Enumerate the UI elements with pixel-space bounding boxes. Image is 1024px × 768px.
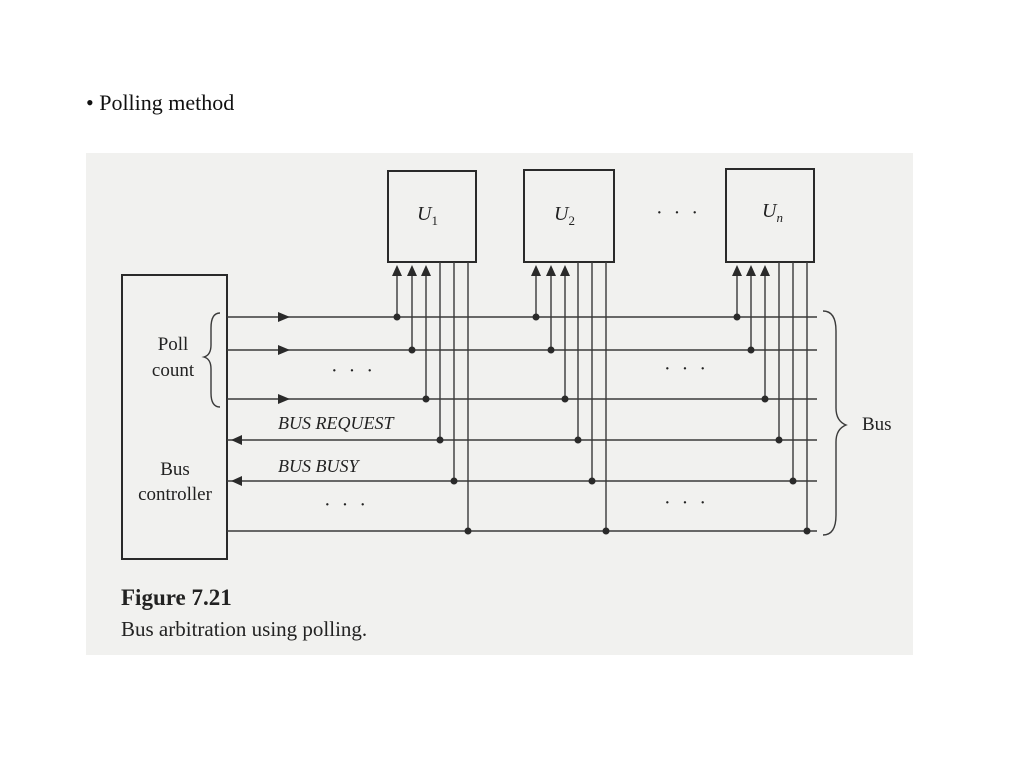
u1-arrow-2 (407, 265, 417, 276)
slide-bullet: • Polling method (86, 90, 235, 115)
bus-busy-arrow (231, 476, 242, 486)
un-dot-k (761, 395, 769, 403)
u2-arrow-k (560, 265, 570, 276)
u1-arrow-1 (392, 265, 402, 276)
unit-2-label: U2 (554, 203, 575, 228)
un-dot-busy (789, 477, 797, 485)
u1-dot-1 (393, 313, 401, 321)
u2-arrow-2 (546, 265, 556, 276)
u1-dot-2 (408, 346, 416, 354)
u2-dot-k (561, 395, 569, 403)
poll-line-1-arrow (278, 312, 290, 322)
un-arrow-k (760, 265, 770, 276)
figure-panel: Poll count Bus controller U1 U2 · · · Un… (86, 153, 913, 655)
poll-label-line2: count (152, 360, 195, 381)
bus-busy-label: BUS BUSY (278, 456, 360, 476)
poll-ellipsis-left: · · · (331, 360, 376, 382)
u2-dot-data (602, 527, 610, 535)
poll-ellipsis-right: · · · (664, 358, 709, 380)
u2-dot-2 (547, 346, 555, 354)
un-dot-1 (733, 313, 741, 321)
un-dot-request (775, 436, 783, 444)
u2-dot-busy (588, 477, 596, 485)
poll-line-k-arrow (278, 394, 290, 404)
unit-1-label: U1 (417, 203, 438, 228)
data-ellipsis-left: · · · (324, 494, 369, 516)
unit-n-label: Un (762, 200, 783, 225)
un-dot-data (803, 527, 811, 535)
un-arrow-2 (746, 265, 756, 276)
bus-controller-label-line2: controller (138, 484, 213, 505)
u1-dot-data (464, 527, 472, 535)
u2-dot-1 (532, 313, 540, 321)
figure-number: Figure 7.21 (121, 585, 232, 610)
unit-ellipsis: · · · (656, 202, 701, 224)
u1-arrow-k (421, 265, 431, 276)
poll-label-line1: Poll (158, 334, 189, 355)
u1-dot-k (422, 395, 430, 403)
un-arrow-1 (732, 265, 742, 276)
data-ellipsis-right: · · · (664, 492, 709, 514)
bus-arbitration-diagram: Poll count Bus controller U1 U2 · · · Un… (121, 168, 892, 560)
un-dot-2 (747, 346, 755, 354)
bus-brace (822, 310, 848, 536)
u2-dot-request (574, 436, 582, 444)
unit-n-box (725, 168, 815, 263)
poll-line-2-arrow (278, 345, 290, 355)
figure-caption: Bus arbitration using polling. (121, 617, 368, 641)
bus-request-arrow (231, 435, 242, 445)
bus-request-label: BUS REQUEST (278, 413, 395, 433)
bus-controller-box (121, 274, 228, 560)
unit-2-box (523, 169, 615, 263)
u1-dot-busy (450, 477, 458, 485)
poll-count-brace (201, 312, 221, 408)
u2-arrow-1 (531, 265, 541, 276)
u1-dot-request (436, 436, 444, 444)
bus-label: Bus (862, 414, 892, 435)
unit-1-box (387, 170, 477, 263)
bus-controller-label-line1: Bus (160, 459, 190, 480)
